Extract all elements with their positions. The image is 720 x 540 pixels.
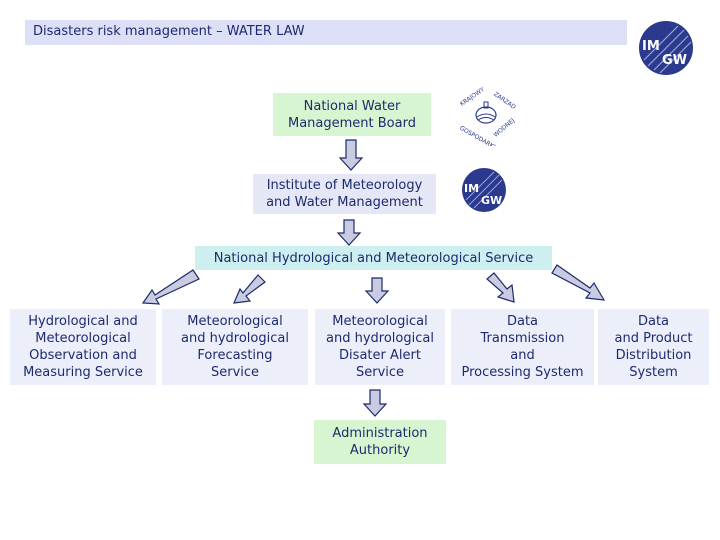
node-forecasting-service: Meteorological and hydrological Forecast… bbox=[162, 309, 308, 385]
node-national-hydro-met-service: National Hydrological and Meteorological… bbox=[195, 246, 552, 270]
arrow-service-alert bbox=[364, 277, 390, 304]
node-observation-measuring-service: Hydrological and Meteorological Observat… bbox=[10, 309, 156, 385]
arrow-service-distribution bbox=[551, 264, 606, 301]
svg-text:IM: IM bbox=[464, 182, 479, 195]
arrow-service-forecasting bbox=[233, 274, 266, 304]
arrow-service-observation bbox=[141, 269, 200, 305]
node-data-product-distribution: Data and Product Distribution System bbox=[598, 309, 709, 385]
node-data-transmission-processing: Data Transmission and Processing System bbox=[451, 309, 594, 385]
svg-text:IM: IM bbox=[642, 39, 660, 54]
node-institute-meteorology-water: Institute of Meteorology and Water Manag… bbox=[253, 174, 436, 214]
arrow-alert-admin bbox=[362, 389, 388, 417]
imgw-logo-small: IM GW bbox=[461, 167, 507, 213]
node-disaster-alert-service: Meteorological and hydrological Disater … bbox=[315, 309, 445, 385]
arrow-service-transmission bbox=[486, 272, 515, 303]
svg-text:GW: GW bbox=[662, 53, 687, 68]
svg-text:GW: GW bbox=[481, 194, 502, 207]
node-administration-authority: Administration Authority bbox=[314, 420, 446, 464]
imgw-logo: IM GW bbox=[638, 20, 694, 76]
arrow-board-institute bbox=[338, 139, 364, 171]
node-national-water-management-board: National Water Management Board bbox=[273, 93, 431, 136]
arrow-institute-service bbox=[336, 219, 362, 246]
page-title: Disasters risk management – WATER LAW bbox=[25, 20, 627, 45]
